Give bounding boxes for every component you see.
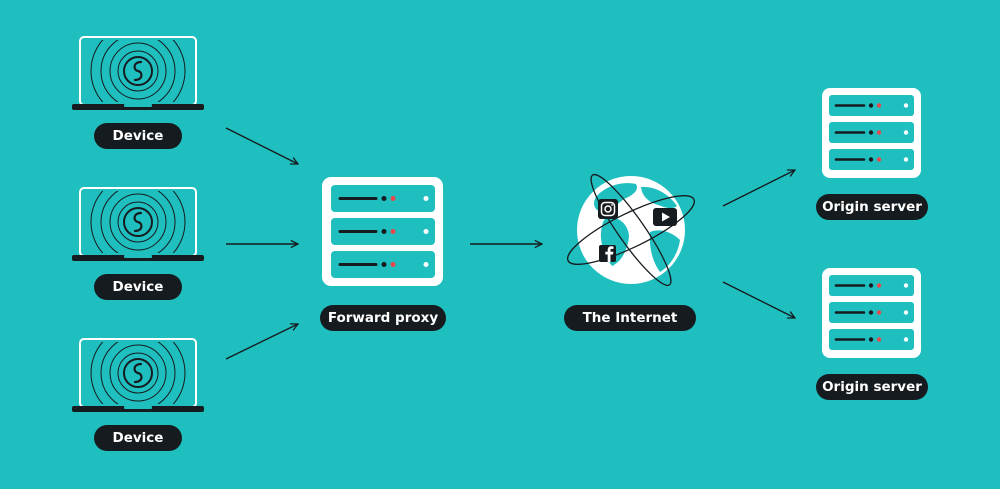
origin-server-1 <box>822 88 921 178</box>
device-label-3: Device <box>94 425 182 451</box>
device-laptop-1 <box>72 36 204 110</box>
device-label-1: Device <box>94 123 182 149</box>
forward-proxy-server <box>322 177 443 286</box>
device-laptop-2 <box>72 187 204 261</box>
device-label-2: Device <box>94 274 182 300</box>
origin-server-2 <box>822 268 921 358</box>
forward-proxy-label: Forward proxy <box>320 305 446 331</box>
device-laptop-3 <box>72 338 204 412</box>
instagram-icon <box>598 199 618 219</box>
arrow-internet-to-origin2 <box>722 281 795 318</box>
origin-server-label-2: Origin server <box>816 374 928 400</box>
arrow-device3-to-proxy <box>225 324 298 360</box>
internet-globe <box>566 173 696 287</box>
arrow-device1-to-proxy <box>225 127 298 164</box>
facebook-icon <box>599 245 616 262</box>
arrow-internet-to-origin1 <box>722 170 795 207</box>
youtube-icon <box>653 208 677 226</box>
origin-server-label-1: Origin server <box>816 194 928 220</box>
internet-label: The Internet <box>564 305 696 331</box>
